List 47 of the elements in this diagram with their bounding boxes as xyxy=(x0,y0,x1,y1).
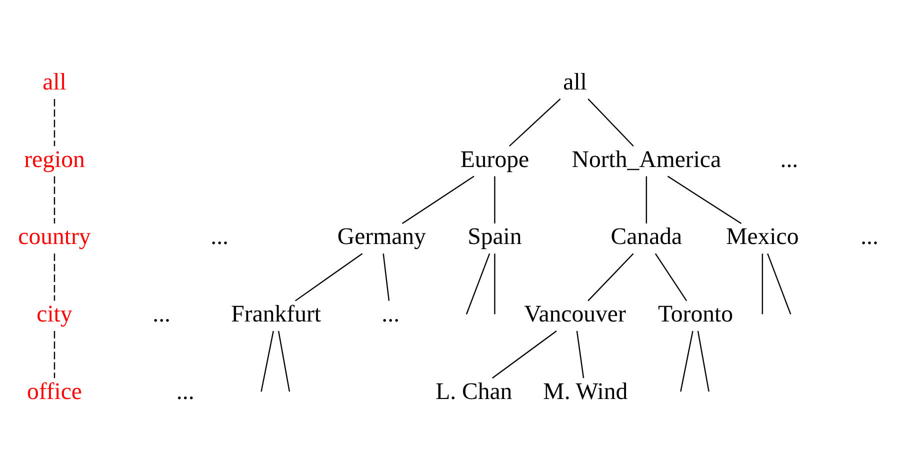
connector xyxy=(260,330,274,392)
node-text: all xyxy=(42,68,66,95)
connector xyxy=(654,252,688,301)
connector xyxy=(54,330,56,378)
node-text: North_America xyxy=(572,146,722,172)
label: ... xyxy=(210,224,228,250)
connector xyxy=(494,176,496,223)
connector xyxy=(680,330,694,392)
label: ... xyxy=(780,146,798,172)
connector xyxy=(494,253,496,314)
connector xyxy=(382,253,390,300)
node-text: country xyxy=(18,224,91,250)
connector xyxy=(762,253,764,314)
connector xyxy=(697,330,710,392)
node-text: Mexico xyxy=(726,224,799,250)
label: ... xyxy=(860,224,878,250)
node-text: Canada xyxy=(610,224,682,250)
connector xyxy=(492,330,557,378)
node-text: region xyxy=(24,146,85,172)
connector xyxy=(295,252,363,301)
label: ... xyxy=(152,300,170,327)
connector xyxy=(402,175,474,224)
connector xyxy=(54,253,56,300)
node-text: M. Wind xyxy=(543,378,628,404)
node-text: ... xyxy=(382,300,400,327)
connector xyxy=(576,330,584,378)
node-text: Europe xyxy=(460,146,530,172)
node-text: office xyxy=(26,378,82,404)
node-text: Spain xyxy=(468,224,522,250)
connector xyxy=(54,176,56,223)
node-text: Toronto xyxy=(658,300,733,327)
connector xyxy=(588,98,634,146)
node-text: L. Chan xyxy=(436,378,512,404)
label: ... xyxy=(176,378,194,404)
node-text: all xyxy=(563,68,587,95)
node-text: city xyxy=(36,300,72,327)
connector xyxy=(466,252,490,314)
connector xyxy=(508,98,561,146)
connector xyxy=(54,98,56,146)
node-text: Vancouver xyxy=(524,300,626,327)
connector xyxy=(588,252,634,301)
node-text: Germany xyxy=(337,224,426,250)
connector xyxy=(646,176,648,223)
connector xyxy=(667,175,742,224)
connector xyxy=(767,252,792,314)
connector xyxy=(278,330,290,392)
node-text: Frankfurt xyxy=(231,300,322,327)
